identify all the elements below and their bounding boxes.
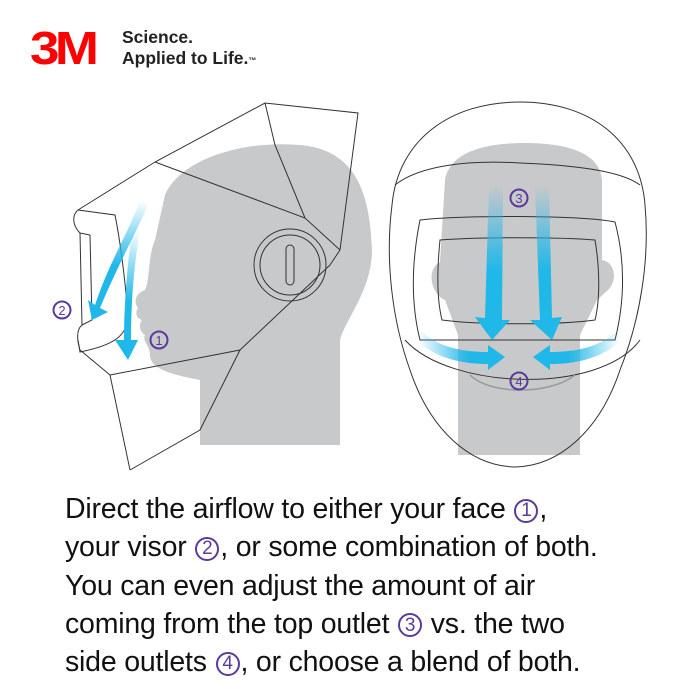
badge-4: 4 [215,651,240,676]
svg-text:3: 3 [515,191,522,206]
svg-text:2: 2 [58,303,65,318]
top-outlet-left-arrow [475,185,510,340]
tagline-line-2-text: Applied to Life. [122,48,249,68]
caption-text: Direct the airflow to either your face [65,493,506,525]
caption-line-4: coming from the top outlet 3 vs. the two [65,605,685,643]
side-outlet-left-arrow [418,330,505,370]
caption-text: coming from the top outlet [65,607,390,640]
trademark-symbol: ™ [248,56,257,65]
brand-logo: 3M Science. Applied to Life.™ [30,25,256,71]
badge-2: 2 [195,536,220,561]
svg-text:1: 1 [155,333,162,348]
front-view: 3 4 [388,101,647,468]
caption-text: vs. the two [430,607,565,640]
top-outlet-right-arrow [530,185,562,340]
svg-text:4: 4 [515,374,522,389]
caption-line-3: You can even adjust the amount of air [65,569,536,602]
airflow-diagram: 2 1 3 4 [52,101,647,471]
caption-text: , or choose a blend of both. [240,646,581,679]
caption-text: your visor [65,531,187,564]
tagline-line-1: Science. [122,27,194,47]
badge-3-top-outlet: 3 [509,188,529,208]
3m-logo-mark: 3M [30,22,99,74]
side-outlet-right-arrow [533,330,620,370]
airflow-description: Direct the airflow to either your face 1… [65,490,685,681]
caption-text: side outlets [65,646,207,679]
caption-line-2: your visor 2, or some combination of bot… [65,528,685,566]
badge-4-side-outlets: 4 [509,371,529,391]
brand-tagline: Science. Applied to Life.™ [122,27,256,69]
caption-text: , [539,493,548,525]
badge-1-face: 1 [149,330,169,350]
caption-line-1: Direct the airflow to either your face 1… [65,490,685,528]
side-view: 2 1 [52,102,372,471]
badge-1: 1 [514,498,539,523]
side-head-silhouette [135,144,372,445]
front-head-silhouette [431,143,614,455]
caption-line-5: side outlets 4, or choose a blend of bot… [65,643,685,681]
face-airflow-arrow [115,230,140,360]
badge-2-visor: 2 [52,300,72,320]
badge-3: 3 [398,613,423,638]
caption-text: , or some combination of both. [220,531,598,564]
tagline-line-2: Applied to Life.™ [122,48,256,69]
